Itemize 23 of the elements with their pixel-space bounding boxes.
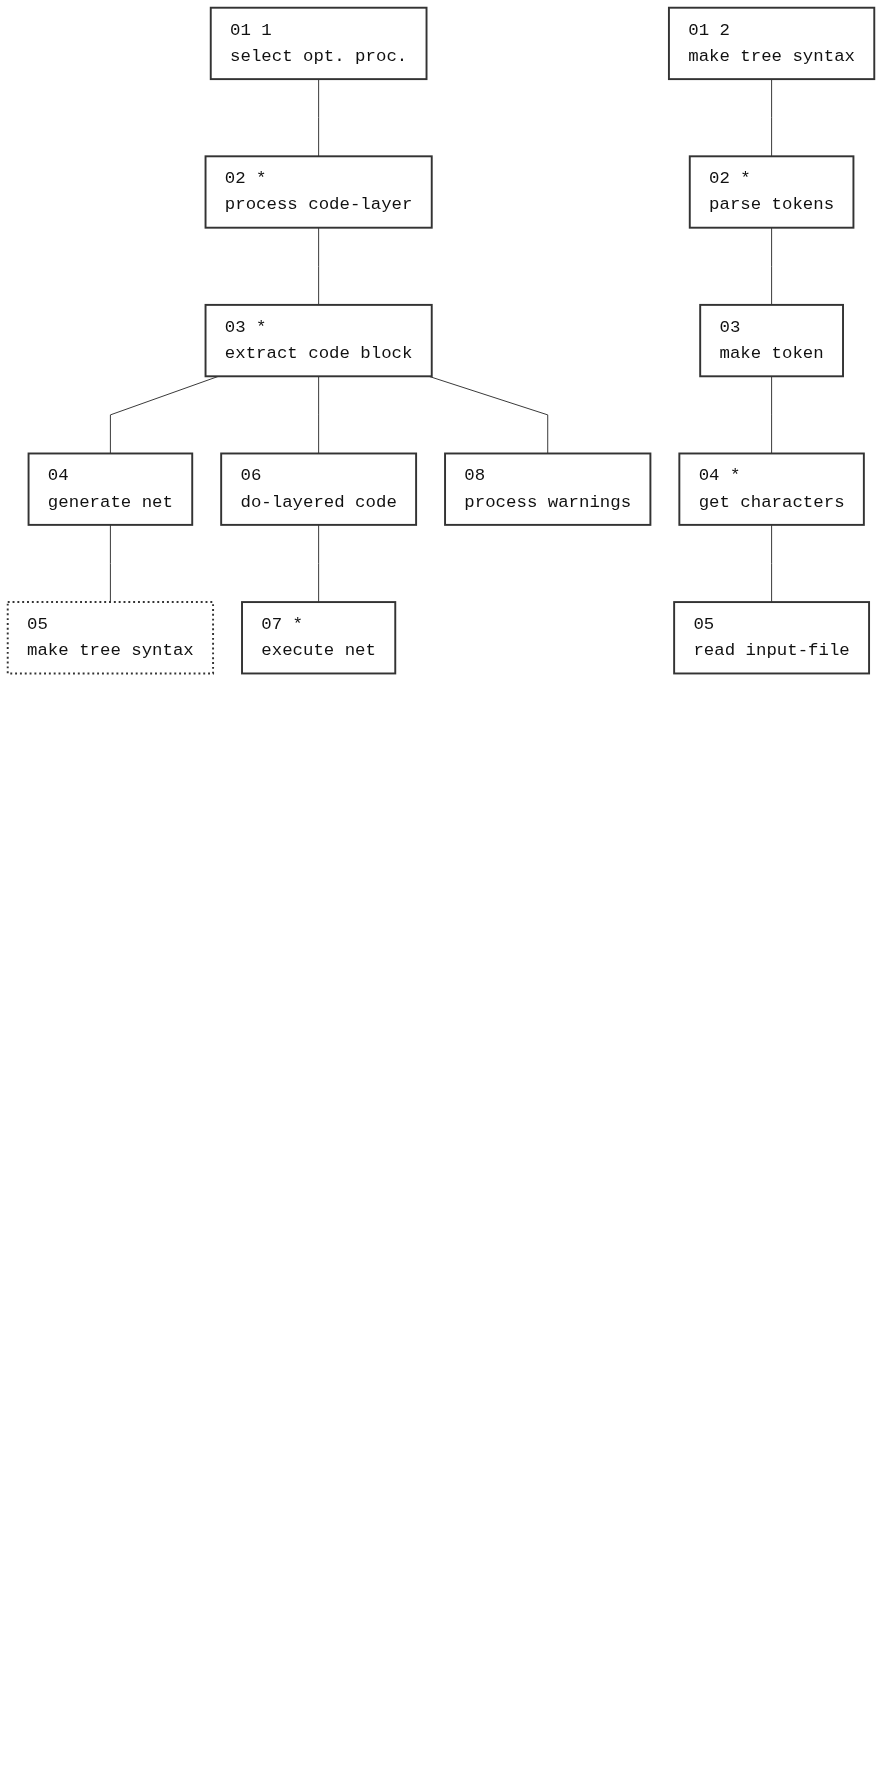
node-box: 04 * get characters bbox=[678, 452, 865, 526]
connector bbox=[771, 227, 773, 306]
connector bbox=[318, 524, 320, 603]
node-box: 02 * process code-layer bbox=[204, 155, 433, 229]
connector bbox=[109, 524, 111, 603]
connector bbox=[771, 375, 773, 454]
node-box: 03 * extract code block bbox=[204, 303, 433, 378]
node-box: 01 1 select opt. proc. bbox=[209, 6, 428, 81]
node-box: 07 * execute net bbox=[241, 601, 397, 675]
node-box: 05 make tree syntax bbox=[6, 601, 215, 675]
node-box: 04 generate net bbox=[27, 452, 194, 526]
node-box: 08 process warnings bbox=[444, 452, 652, 526]
node-box: 06 do-layered code bbox=[220, 452, 418, 526]
node-box: 01 2 make tree syntax bbox=[667, 6, 876, 81]
connector bbox=[318, 227, 320, 306]
connector bbox=[428, 375, 549, 454]
connector bbox=[771, 524, 773, 603]
connector bbox=[318, 375, 320, 454]
node-box: 05 read input-file bbox=[673, 601, 871, 675]
connector bbox=[771, 78, 773, 157]
node-box: 02 * parse tokens bbox=[688, 155, 855, 229]
node-box: 03 make token bbox=[699, 303, 844, 378]
connector bbox=[318, 78, 320, 157]
